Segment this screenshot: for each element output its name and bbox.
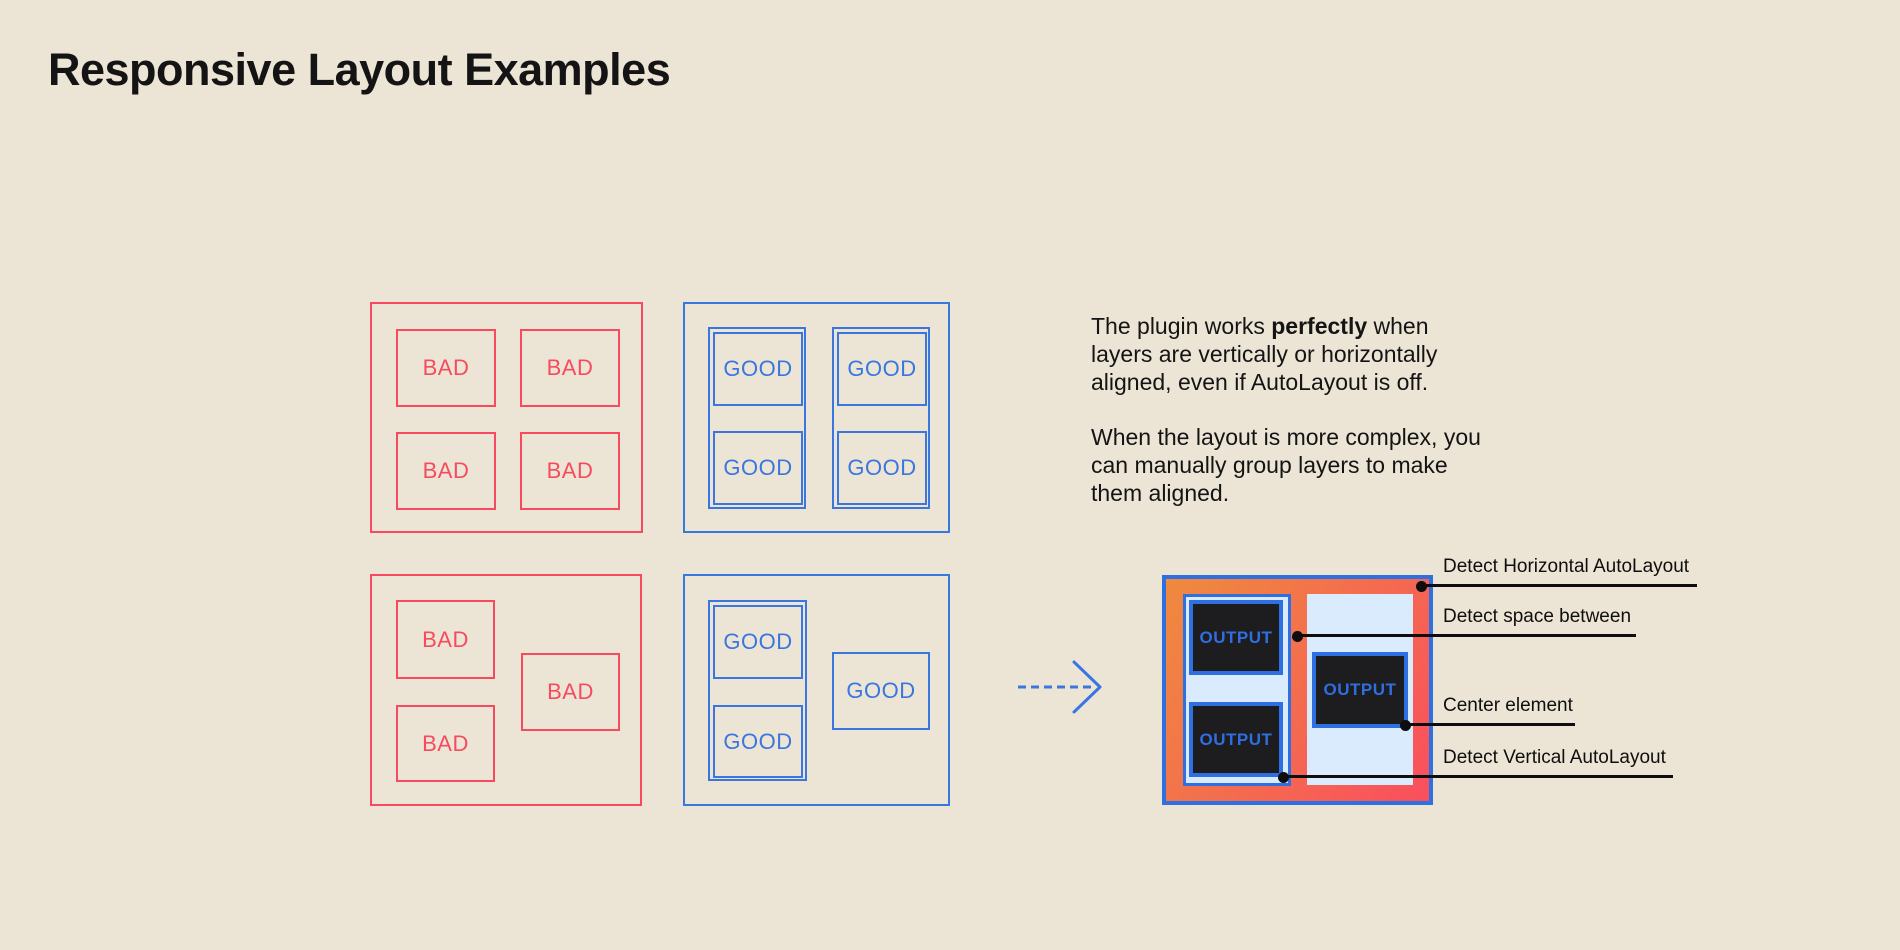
output-frame: OUTPUT OUTPUT OUTPUT [1162, 575, 1433, 805]
description: The plugin works perfectly when layers a… [1091, 312, 1561, 507]
annotation-label: Detect Vertical AutoLayout [1443, 747, 1666, 768]
annotation-label: Detect space between [1443, 606, 1632, 627]
bad-box: BAD [520, 432, 620, 510]
bad-box: BAD [520, 329, 620, 407]
annotation-line [1283, 775, 1673, 778]
output-box: OUTPUT [1189, 600, 1283, 675]
panel-bad-scattered: BAD BAD BAD [370, 574, 642, 806]
annotation-label: Center element [1443, 695, 1573, 716]
annotation-dot [1292, 631, 1303, 642]
annotation-line [1421, 584, 1697, 587]
good-group: GOOD GOOD [832, 327, 930, 509]
good-group: GOOD GOOD [708, 600, 807, 781]
good-group: GOOD GOOD [708, 327, 806, 509]
good-box: GOOD [713, 431, 803, 505]
arrow-right-icon [1018, 660, 1102, 714]
description-paragraph-2: When the layout is more complex, you can… [1091, 424, 1481, 506]
good-box: GOOD [713, 605, 803, 679]
good-box: GOOD [713, 705, 803, 778]
panel-bad-aligned-grid: BAD BAD BAD BAD [370, 302, 643, 533]
annotation-line [1405, 723, 1575, 726]
output-box: OUTPUT [1189, 702, 1283, 777]
description-paragraph-1: The plugin works perfectly when layers a… [1091, 313, 1438, 395]
good-box: GOOD [832, 652, 930, 730]
annotation-dot [1278, 772, 1289, 783]
good-box: GOOD [837, 332, 927, 406]
panel-good-manual-group: GOOD GOOD GOOD [683, 574, 950, 806]
output-vertical-autolayout-group: OUTPUT OUTPUT [1183, 594, 1291, 786]
annotation-dot [1400, 720, 1411, 731]
output-center-column: OUTPUT [1307, 594, 1413, 785]
annotation-label: Detect Horizontal AutoLayout [1443, 556, 1690, 577]
bad-box: BAD [521, 653, 620, 731]
annotation-line [1297, 634, 1636, 637]
bad-box: BAD [396, 432, 496, 510]
good-box: GOOD [713, 332, 803, 406]
bad-box: BAD [396, 329, 496, 407]
panel-good-grouped-grid: GOOD GOOD GOOD GOOD [683, 302, 950, 533]
annotation-dot [1416, 581, 1427, 592]
output-box: OUTPUT [1312, 652, 1408, 728]
page-title: Responsive Layout Examples [48, 44, 671, 95]
bad-box: BAD [396, 705, 495, 782]
good-box: GOOD [837, 431, 927, 505]
bad-box: BAD [396, 600, 495, 679]
